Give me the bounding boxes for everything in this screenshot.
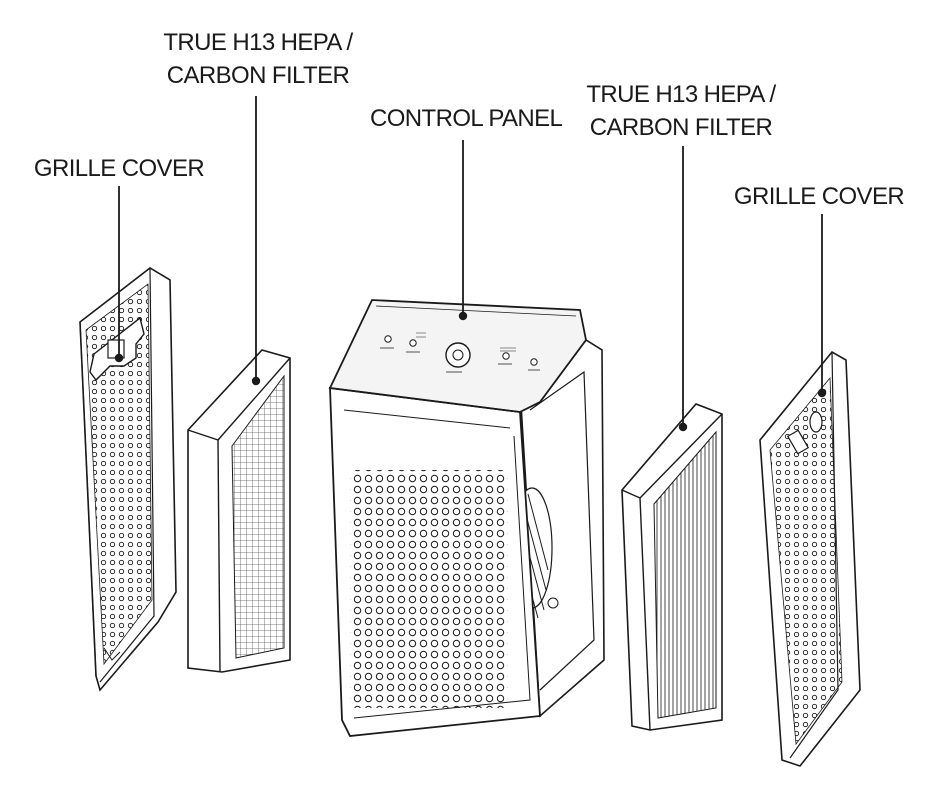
leader-dots: [114, 311, 827, 432]
label-right-grille-cover: GRILLE COVER: [733, 183, 905, 210]
label-left-filter: TRUE H13 HEPA / CARBON FILTER: [163, 29, 353, 89]
right-grille-cover: [759, 350, 861, 767]
purifier-main-unit: [328, 299, 605, 737]
label-right-filter: TRUE H13 HEPA / CARBON FILTER: [586, 81, 776, 141]
panel-buttons: [380, 332, 540, 373]
left-filter: [187, 349, 291, 673]
label-left-grille-cover: GRILLE COVER: [33, 155, 205, 182]
left-grille-cover: [79, 267, 177, 692]
power-button-icon: [445, 342, 471, 368]
right-filter: [621, 403, 723, 731]
leader-lines: [118, 96, 823, 424]
label-control-panel: CONTROL PANEL: [370, 105, 563, 132]
